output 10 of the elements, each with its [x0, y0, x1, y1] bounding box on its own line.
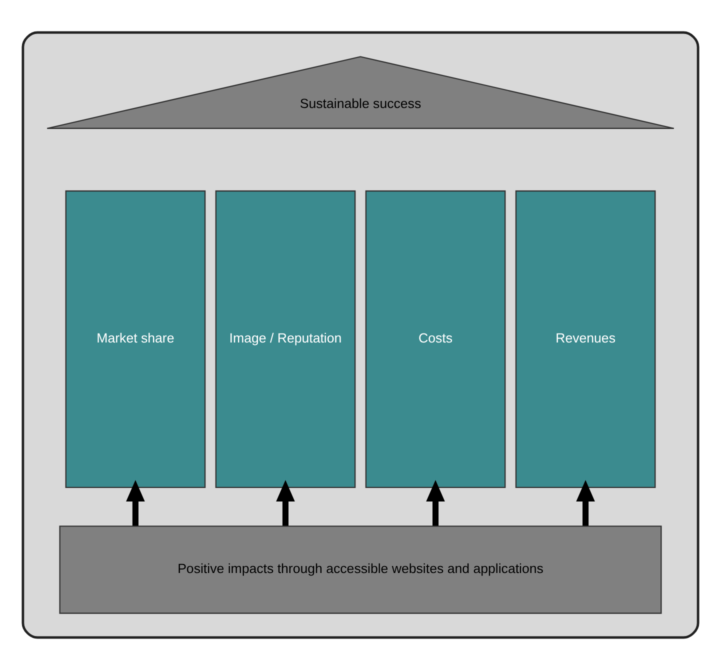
cluster: [22, 30, 700, 638]
node-box: Revenues: [515, 190, 656, 488]
arrow: [276, 479, 295, 526]
arrow: [426, 479, 445, 526]
node-box: Image / Reputation: [215, 190, 356, 488]
node-box: Positive impacts through accessible websites and applications: [59, 525, 662, 614]
node-box: Costs: [365, 190, 506, 488]
node-box: Market share: [65, 190, 206, 488]
arrow: [576, 480, 595, 526]
arrow: [126, 480, 145, 526]
